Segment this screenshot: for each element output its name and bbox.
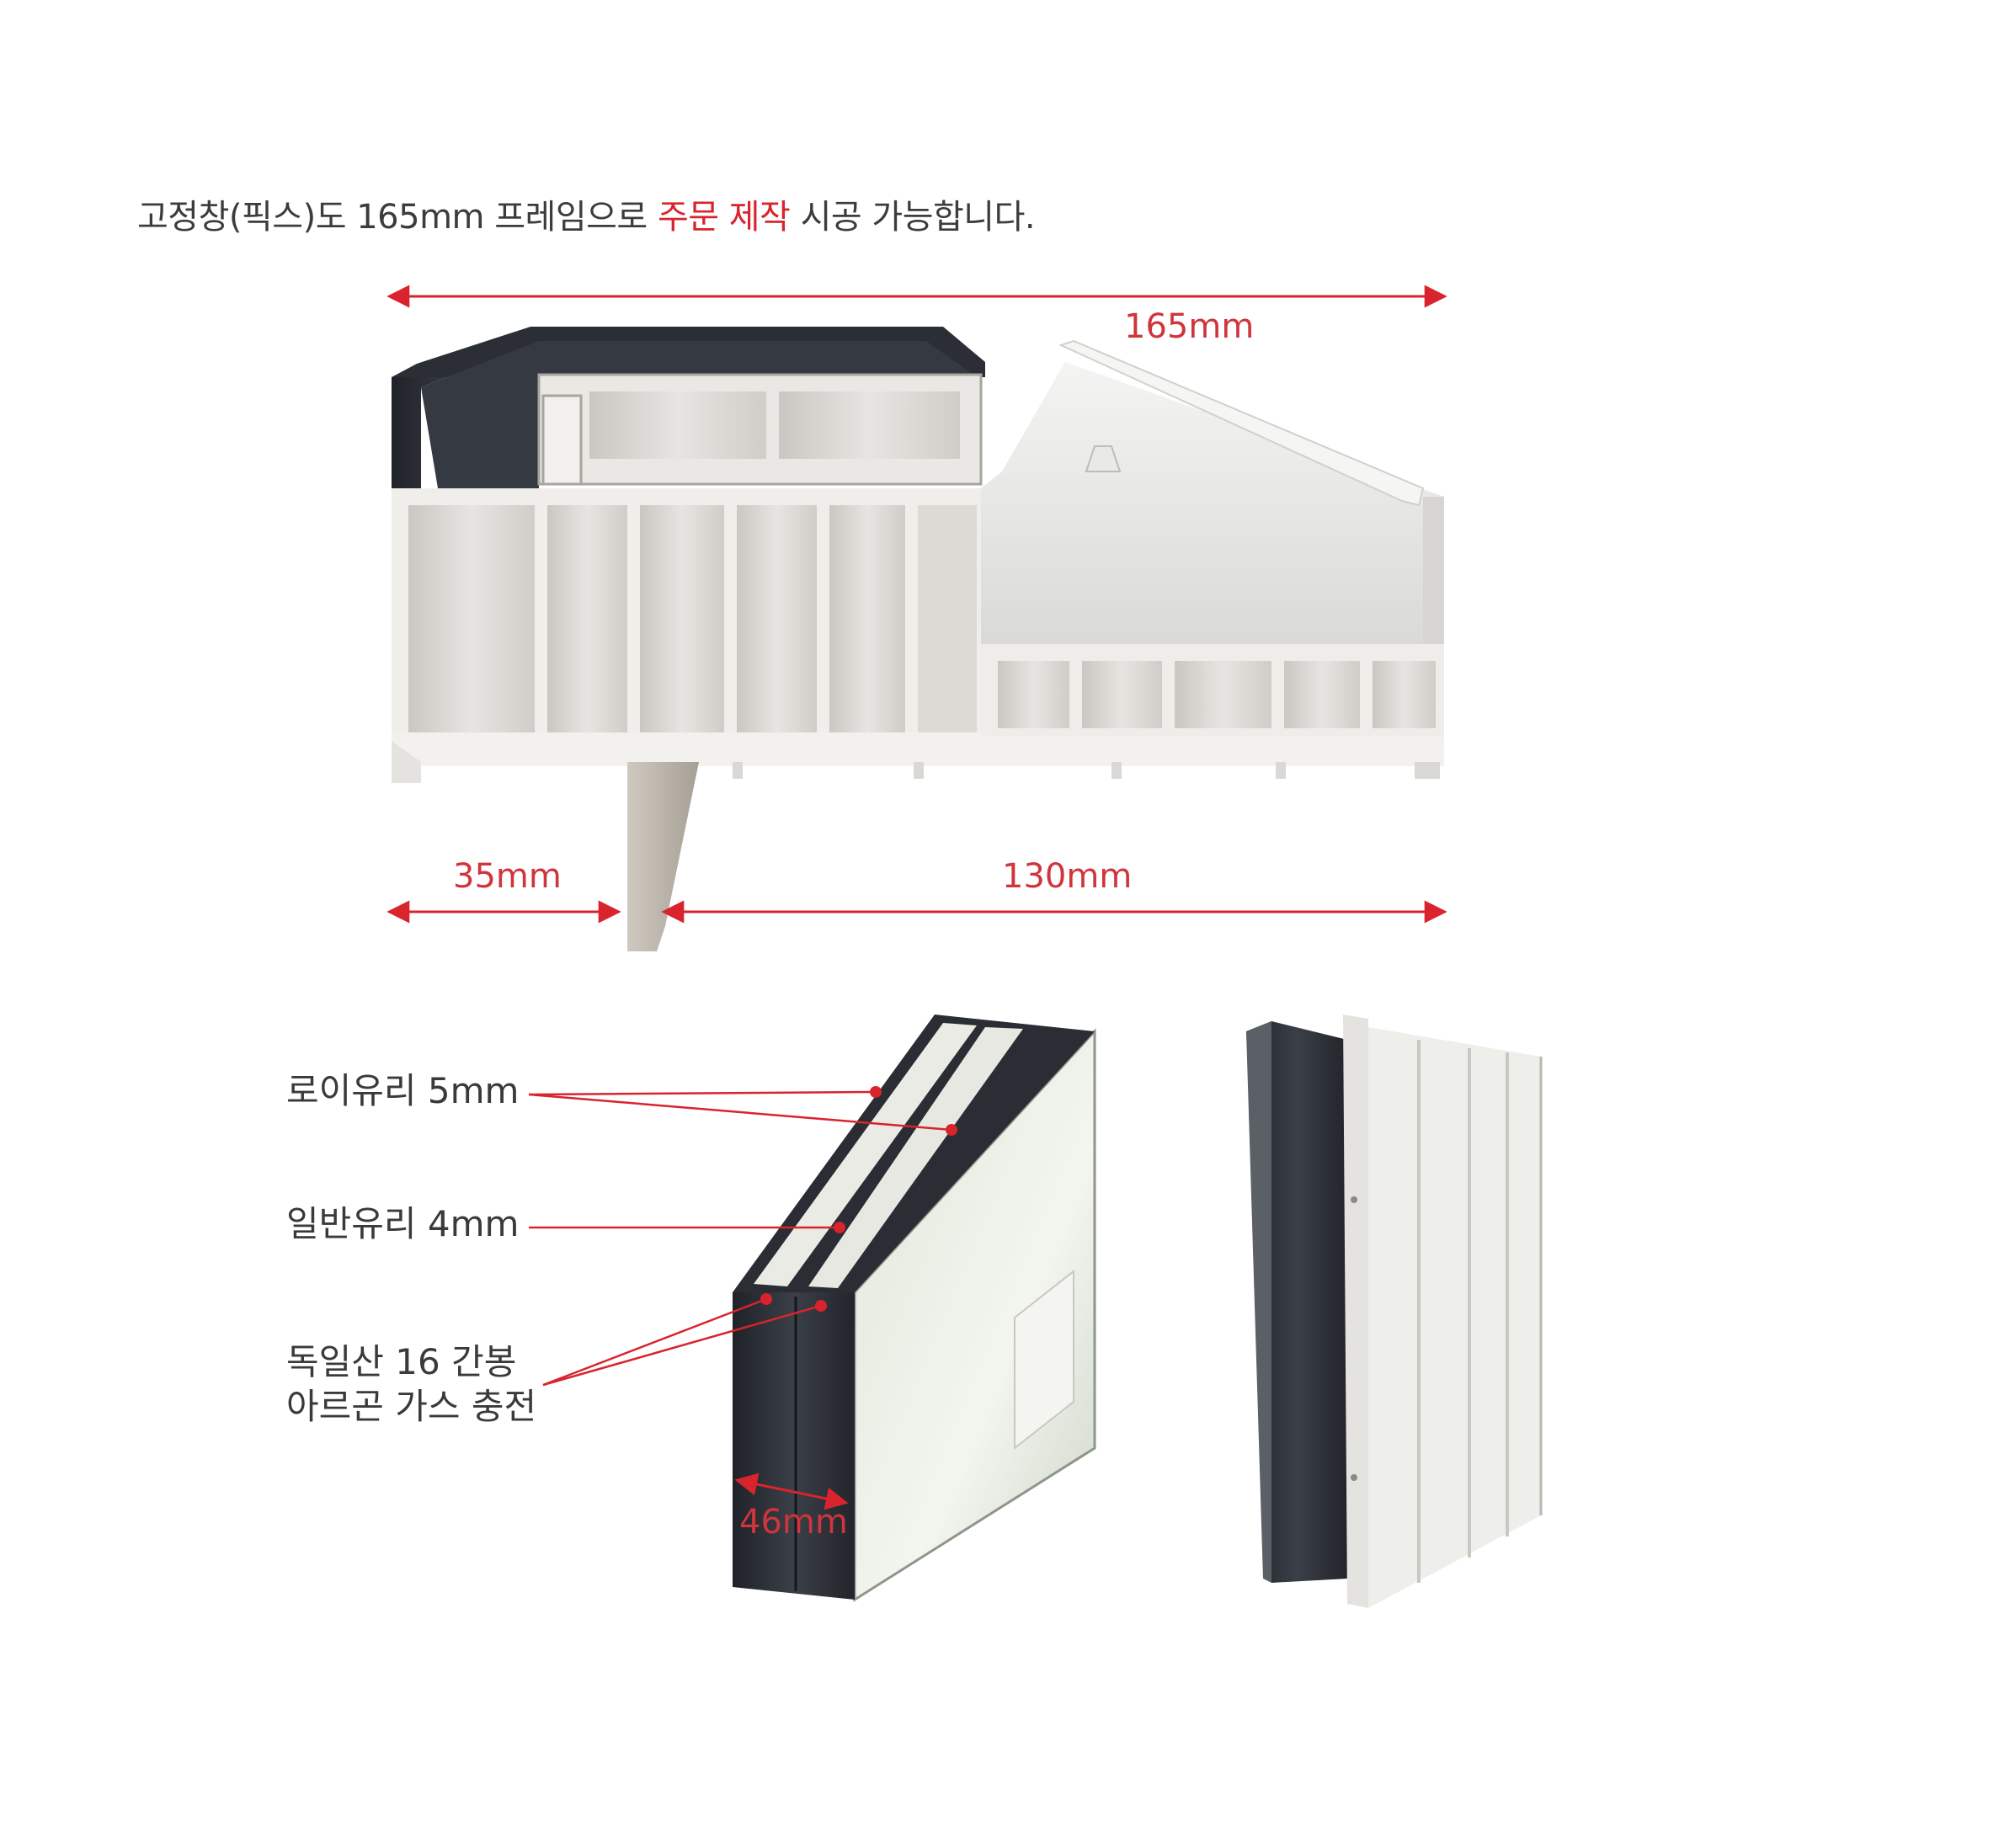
dim-total-label: 165mm bbox=[1124, 307, 1255, 346]
side-view-profile bbox=[1246, 1015, 1543, 1608]
headline-highlight: 주문 제작 bbox=[657, 198, 791, 237]
label-spacer-line2: 아르곤 가스 충전 bbox=[286, 1385, 537, 1427]
dim-glass-thickness-label: 46mm bbox=[739, 1503, 848, 1542]
headline-prefix: 고정창(픽스)도 165mm 프레임으로 bbox=[137, 198, 658, 237]
glass-thickness-arrow bbox=[734, 1473, 849, 1510]
label-standard-glass: 일반유리 4mm bbox=[286, 1203, 520, 1244]
dim-left-label: 35mm bbox=[453, 857, 562, 896]
label-spacer: 독일산 16 간봉 아르곤 가스 충전 bbox=[286, 1340, 536, 1429]
label-low-e-glass: 로이유리 5mm bbox=[286, 1070, 520, 1111]
label-spacer-line1: 독일산 16 간봉 bbox=[286, 1341, 517, 1382]
headline-suffix: 시공 가능합니다. bbox=[790, 198, 1036, 237]
glass-unit bbox=[528, 1015, 1096, 1602]
headline: 고정창(픽스)도 165mm 프레임으로 주문 제작 시공 가능합니다. bbox=[137, 189, 1036, 238]
dim-right-label: 130mm bbox=[1002, 857, 1133, 896]
frame-profile bbox=[386, 285, 1447, 951]
